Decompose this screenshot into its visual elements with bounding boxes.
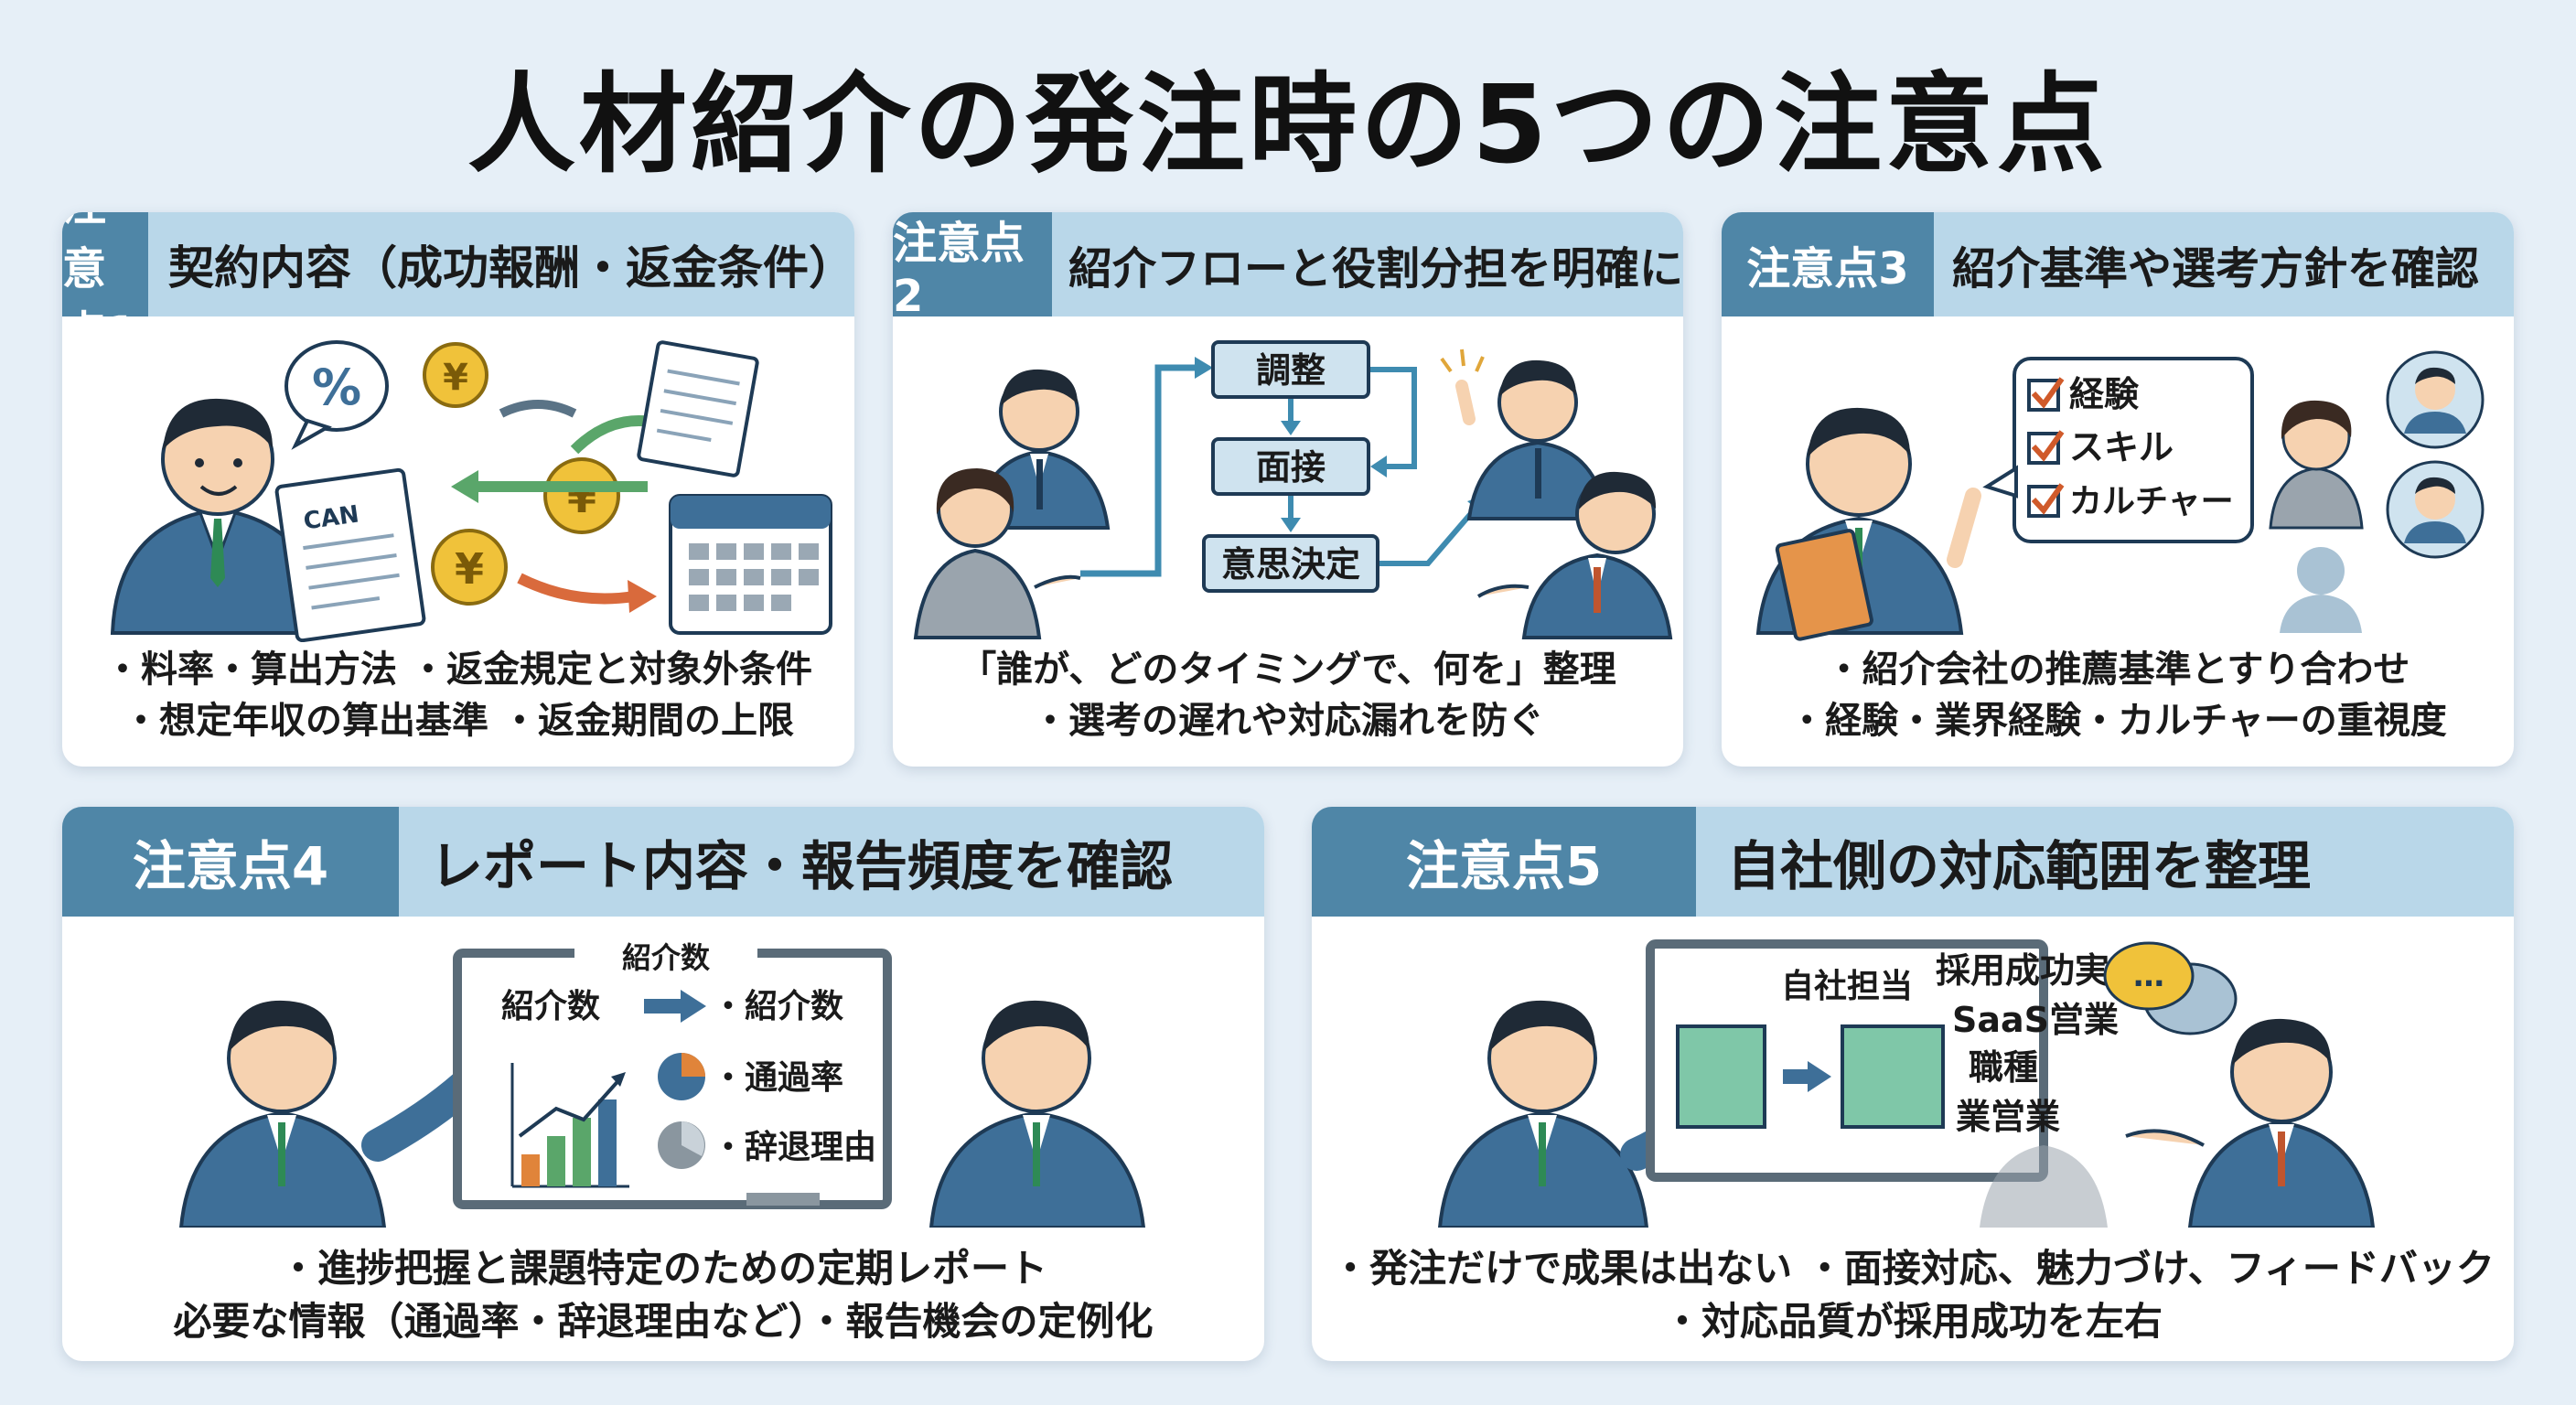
svg-text:%: % xyxy=(312,359,361,416)
card-4: 注意点4 レポート内容・報告頻度を確認 紹介数 紹介数 ・紹介数 xyxy=(62,807,1264,1361)
arrow-icon xyxy=(499,400,577,418)
note-line: 「誰が、どのタイミングで、何を」整理 xyxy=(960,649,1616,691)
card-3: 注意点3 紹介基準や選考方針を確認 経験 スキル カルチャー xyxy=(1722,212,2514,767)
card-1: 注意点1 契約内容（成功報酬・返金条件） % CAN xyxy=(62,212,854,767)
svg-text:経験: 経験 xyxy=(2069,374,2140,414)
loop-arrow xyxy=(1370,367,1417,469)
card-heading: 契約内容（成功報酬・返金条件） xyxy=(168,241,854,295)
svg-text:¥: ¥ xyxy=(443,357,468,399)
yen-coin-icon: ¥ xyxy=(543,457,620,534)
note-line: ・選考の遅れや対応漏れを防ぐ xyxy=(1032,700,1544,742)
note-line: ・対応品質が採用成功を左右 xyxy=(1662,1299,2163,1344)
businessman-icon xyxy=(1476,471,1673,639)
pie-chart-icon xyxy=(658,1053,705,1100)
label-text: 業営業 xyxy=(1956,1097,2060,1137)
flow-step-box: 調整 xyxy=(1211,340,1370,399)
card-badge: 注意点2 xyxy=(893,212,1052,322)
svg-text:調整: 調整 xyxy=(1256,350,1326,391)
card-notes: ・紹介会社の推薦基準とすり合わせ ・経験・業界経験・カルチャーの重視度 xyxy=(1722,644,2514,746)
candidate-silhouette-icon xyxy=(1980,1145,2108,1228)
arrow-icon xyxy=(517,573,635,605)
svg-text:紹介数: 紹介数 xyxy=(501,988,600,1025)
pie-chart-icon xyxy=(658,1121,705,1169)
note-line: ・想定年収の算出基準 ・返金期間の上限 xyxy=(123,700,794,742)
clipboard-icon xyxy=(1775,529,1873,641)
svg-text:・辞退理由: ・辞退理由 xyxy=(712,1129,876,1166)
svg-text:スキル: スキル xyxy=(2069,427,2174,467)
note-line: 必要な情報（通過率・辞退理由など）・報告機会の定例化 xyxy=(173,1299,1154,1344)
user-silhouette-icon xyxy=(2280,547,2362,633)
svg-text:¥: ¥ xyxy=(455,544,484,594)
percent-bubble-icon: % xyxy=(284,340,389,450)
card-notes: 「誰が、どのタイミングで、何を」整理 ・選考の遅れや対応漏れを防ぐ xyxy=(893,644,1683,746)
card-notes: ・料率・算出方法 ・返金規定と対象外条件 ・想定年収の算出基準 ・返金期間の上限 xyxy=(62,644,854,746)
card-badge: 注意点1 xyxy=(62,212,148,359)
businessman-icon xyxy=(1440,349,1609,520)
connector-arrow xyxy=(1379,503,1481,566)
svg-text:カルチャー: カルチャー xyxy=(2069,483,2234,520)
contract-illustration: % CAN ¥ ¥ ¥ xyxy=(110,340,832,642)
card-badge: 注意点5 xyxy=(1312,807,1696,917)
card-5: 注意点5 自社側の対応範囲を整理 自社担当 採用成功実績 SaaS営業 職種 業… xyxy=(1312,807,2514,1361)
card-header: 注意点3 紹介基準や選考方針を確認 xyxy=(1722,212,2514,316)
connector-arrow xyxy=(1080,364,1199,577)
svg-text:紹介数: 紹介数 xyxy=(622,940,711,975)
flow-step-box: 意思決定 xyxy=(1202,534,1379,593)
candidate-avatar-icon xyxy=(2269,400,2364,530)
svg-text:意思決定: 意思決定 xyxy=(1221,544,1360,585)
whiteboard: 自社担当 xyxy=(1646,939,2048,1182)
yen-coin-icon: ¥ xyxy=(423,342,488,408)
businessman-icon xyxy=(928,1000,1146,1228)
svg-text:・通過率: ・通過率 xyxy=(712,1059,843,1097)
card-notes: ・発注だけで成果は出ない ・面接対応、魅力づけ、フィードバック ・対応品質が採用… xyxy=(1312,1242,2514,1348)
card-heading: 紹介基準や選考方針を確認 xyxy=(1952,243,2480,295)
document-icon xyxy=(637,340,759,477)
note-line: ・進捗把握と課題特定のための定期レポート xyxy=(278,1246,1047,1291)
svg-text:¥: ¥ xyxy=(567,473,596,522)
page-title: 人材紹介の発注時の5つの注意点 xyxy=(467,61,2109,188)
businessman-icon xyxy=(1755,407,1981,641)
card-header: 注意点4 レポート内容・報告頻度を確認 xyxy=(62,807,1264,917)
svg-text:・紹介数: ・紹介数 xyxy=(712,988,843,1025)
bar-chart-icon xyxy=(510,1063,629,1188)
card-heading: 自社側の対応範囲を整理 xyxy=(1727,835,2312,897)
card-2: 注意点2 紹介フローと役割分担を明確に 調整 面接 xyxy=(893,212,1683,767)
report-illustration: 紹介数 紹介数 ・紹介数 ・通過率 ・辞退理由 xyxy=(178,935,1146,1228)
card-badge: 注意点3 xyxy=(1722,212,1934,316)
contract-document-icon: CAN xyxy=(274,467,426,642)
candidate-avatar-icon xyxy=(2386,460,2485,559)
svg-text:自社担当: 自社担当 xyxy=(1781,968,1913,1005)
svg-text:…: … xyxy=(2133,958,2164,994)
yen-coin-icon: ¥ xyxy=(431,529,508,606)
card-heading: レポート内容・報告頻度を確認 xyxy=(430,835,1174,897)
calendar-icon xyxy=(669,494,832,635)
businessman-icon xyxy=(2125,1018,2376,1228)
chat-bubble-icon: … xyxy=(2103,941,2238,1035)
card-notes: ・進捗把握と課題特定のための定期レポート 必要な情報（通過率・辞退理由など）・報… xyxy=(62,1242,1264,1348)
businessman-icon xyxy=(110,398,330,635)
card-header: 注意点1 契約内容（成功報酬・返金条件） xyxy=(62,212,854,359)
criteria-illustration: 経験 スキル カルチャー xyxy=(1755,350,2485,641)
checklist-bubble: 経験 スキル カルチャー xyxy=(1982,357,2254,543)
svg-text:面接: 面接 xyxy=(1256,447,1326,488)
note-line: ・発注だけで成果は出ない ・面接対応、魅力づけ、フィードバック xyxy=(1331,1246,2495,1291)
scope-illustration: 自社担当 採用成功実績 SaaS営業 職種 業営業 … xyxy=(1437,939,2376,1228)
presenter-icon xyxy=(178,1000,494,1228)
flow-step-box: 面接 xyxy=(1211,437,1370,496)
whiteboard: 紹介数 紹介数 ・紹介数 ・通過率 ・辞退理由 xyxy=(453,935,892,1209)
card-badge: 注意点4 xyxy=(62,807,399,917)
note-line: ・紹介会社の推薦基準とすり合わせ xyxy=(1825,649,2410,691)
flow-illustration: 調整 面接 意思決定 xyxy=(913,340,1673,639)
label-text: SaaS営業 xyxy=(1952,1000,2119,1040)
note-line: ・料率・算出方法 ・返金規定と対象外条件 xyxy=(104,649,812,691)
candidate-avatar-icon xyxy=(2386,350,2485,449)
card-header: 注意点5 自社側の対応範囲を整理 xyxy=(1312,807,2514,917)
note-line: ・経験・業界経験・カルチャーの重視度 xyxy=(1788,700,2447,742)
businesswoman-icon xyxy=(913,468,1081,639)
label-text: 職種 xyxy=(1969,1047,2038,1088)
card-heading: 紹介フローと役割分担を明確に xyxy=(1068,243,1683,295)
card-header: 注意点2 紹介フローと役割分担を明確に xyxy=(893,212,1683,322)
